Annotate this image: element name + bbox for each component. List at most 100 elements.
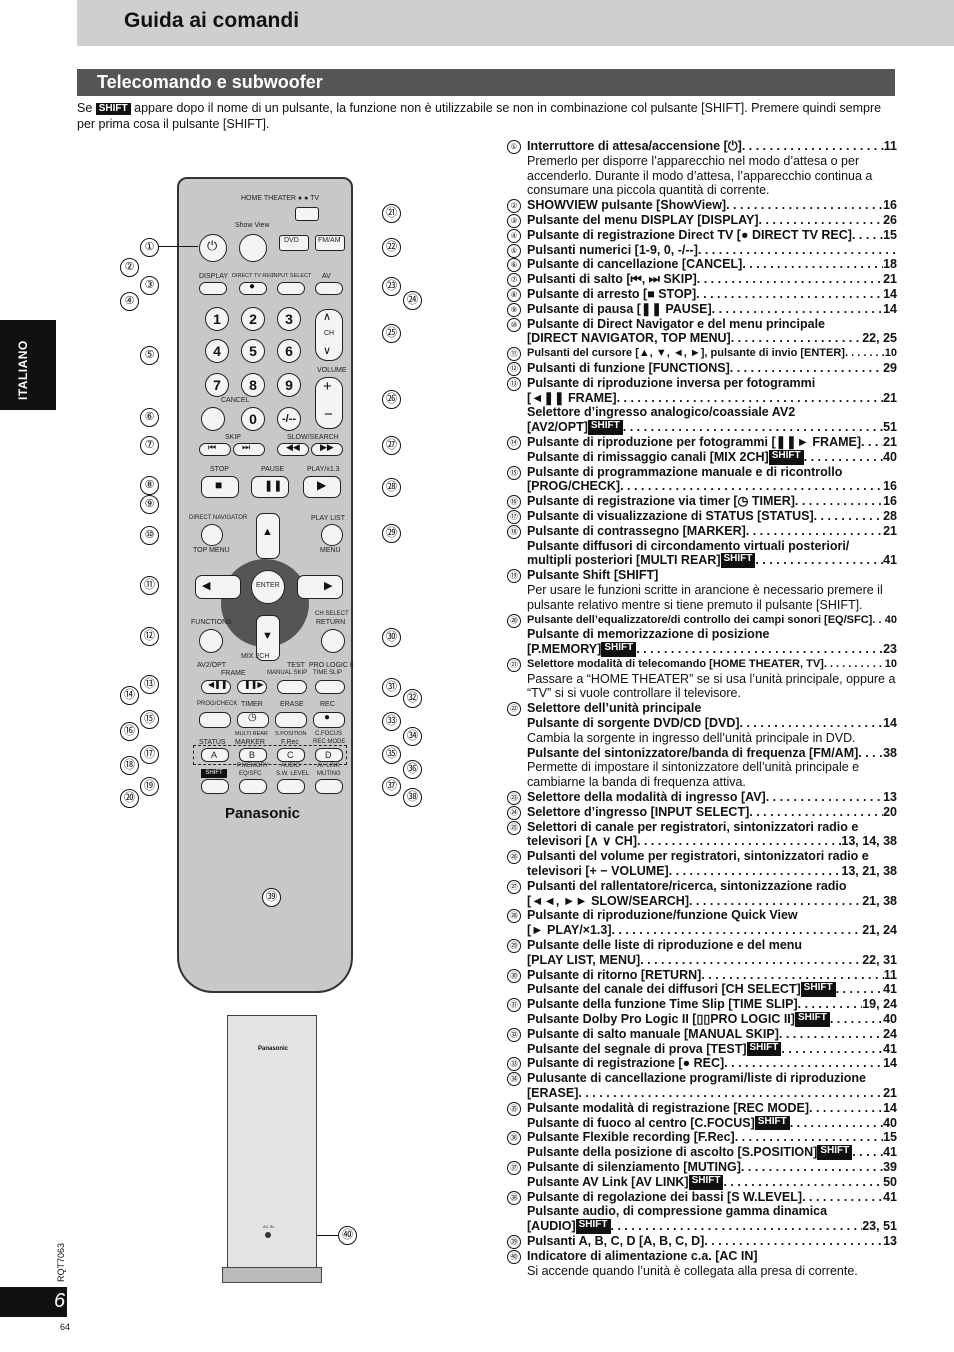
num-3-button[interactable]: 3 [277, 307, 301, 331]
callout-13: ⑬ [140, 675, 159, 694]
time-slip-button[interactable] [315, 680, 345, 694]
num-5-button[interactable]: 5 [241, 339, 265, 363]
direct-tv-rec-button[interactable]: ● [239, 281, 267, 295]
enter-button[interactable]: ENTER [251, 570, 285, 604]
callout-11: ⑪ [140, 576, 159, 595]
pause-button[interactable]: ❚❚ [251, 476, 289, 498]
test-label: TEST [287, 662, 305, 669]
display-button[interactable] [199, 282, 227, 295]
item-number-badge: ㉕ [507, 820, 521, 835]
item-page-ref: 41 [883, 1189, 897, 1204]
channel-rocker[interactable]: ∧ CH ∨ [315, 309, 343, 361]
cursor-up-button[interactable]: ▲ [256, 513, 280, 559]
button-d[interactable]: D [315, 748, 343, 762]
item-title: Pulsante del canale dei diffusori [CH SE… [527, 982, 801, 997]
callout-19: ⑲ [140, 777, 159, 796]
item-page-ref: 13 [883, 1233, 897, 1248]
eq-sfc-button[interactable] [239, 779, 267, 794]
item-line: Pulsanti di salto [⏮, ⏭ SKIP]21 [527, 272, 897, 287]
item-description: Si accende quando l’unità è collegata al… [527, 1263, 858, 1278]
manual-skip-button[interactable] [277, 680, 307, 694]
item-page-ref: 21, 24 [862, 923, 897, 938]
button-b[interactable]: B [239, 748, 267, 762]
direct-navigator-button[interactable] [201, 524, 223, 546]
button-c[interactable]: C [277, 748, 305, 762]
erase-button[interactable] [275, 712, 307, 728]
num-1-button[interactable]: 1 [205, 307, 229, 331]
item-line: Pulsante modalità di registrazione [REC … [527, 1101, 897, 1116]
item-page-ref: 16 [883, 198, 897, 213]
item-number-badge: ㊲ [507, 1160, 521, 1175]
input-select-button[interactable] [277, 282, 305, 295]
num-8-button[interactable]: 8 [241, 373, 265, 397]
num-2-button[interactable]: 2 [241, 307, 265, 331]
timer-button[interactable]: ◷ [237, 712, 269, 728]
av-link-label: AV LINK [317, 763, 340, 769]
return-button[interactable] [321, 629, 345, 653]
cancel-button[interactable] [201, 407, 225, 431]
callout-17: ⑰ [140, 745, 159, 764]
dash-button[interactable]: -/-- [277, 407, 301, 431]
item-line: Selettore d’ingresso analogico/coassiale… [527, 405, 796, 420]
button-a[interactable]: A [201, 748, 229, 762]
mix-2ch-label: MIX 2CH [241, 653, 270, 660]
frame-forward-icon: ❚❚▶ [244, 680, 264, 689]
showview-button[interactable] [239, 234, 267, 262]
num-7-button[interactable]: 7 [205, 373, 229, 397]
frame-back-button[interactable]: ◀❚❚ [201, 680, 231, 694]
item-number-badge: ㊵ [507, 1249, 521, 1264]
av-button[interactable] [315, 282, 343, 295]
item-line: Pulsante di registrazione Direct TV [● D… [527, 228, 897, 243]
cursor-down-button[interactable]: ▼ [256, 615, 280, 661]
play-list-button[interactable] [321, 524, 343, 546]
item-line: Pulsante di pausa [❚❚ PAUSE]14 [527, 302, 897, 317]
item-title: Pulsante di rimissaggio canali [MIX 2CH] [527, 449, 769, 464]
callout-4: ④ [120, 292, 139, 311]
shift-button[interactable] [201, 779, 229, 794]
play-button[interactable]: ▶ [303, 476, 341, 498]
subwoofer-brand-logo: Panasonic [258, 1046, 289, 1052]
skip-back-button[interactable]: ⏮ [199, 442, 231, 456]
s-position-label: S.POSITION [275, 731, 307, 737]
item-title: [► PLAY/×1.3] [527, 923, 612, 938]
prog-check-button[interactable] [199, 712, 231, 728]
item-number-badge: ㊱ [507, 1131, 521, 1146]
rewind-button[interactable]: ◀◀ [277, 442, 309, 456]
item-page-ref: 23 [883, 642, 897, 657]
callout-9: ⑨ [140, 495, 159, 514]
callout-7: ⑦ [140, 436, 159, 455]
stop-button[interactable]: ■ [201, 476, 239, 498]
num-6-button[interactable]: 6 [277, 339, 301, 363]
cursor-left-button[interactable]: ◀ [195, 575, 241, 599]
skip-forward-button[interactable]: ⏭ [233, 442, 265, 456]
page-number: 6 [54, 1290, 66, 1312]
shift-badge: SHIFT [95, 103, 131, 115]
item-title: Pulsante dell’equalizzatore/di controllo… [527, 613, 873, 626]
num-9-button[interactable]: 9 [277, 373, 301, 397]
item-line: Selettori di canale per registratori, si… [527, 819, 859, 834]
frame-forward-button[interactable]: ❚❚▶ [237, 680, 267, 694]
item-title: Selettore modalità di telecomando [HOME … [527, 657, 824, 670]
muting-button[interactable] [315, 779, 343, 794]
volume-rocker[interactable]: + − [315, 377, 343, 429]
functions-button[interactable] [199, 629, 223, 653]
item-line: Pulsanti del rallentatore/ricerca, sinto… [527, 878, 847, 893]
item-title: Pulsante Flexible recording [F.Rec] [527, 1130, 735, 1145]
num-0-button[interactable]: 0 [241, 407, 265, 431]
dvd-button[interactable]: DVD [279, 235, 309, 251]
fast-forward-button[interactable]: ▶▶ [311, 442, 343, 456]
power-button[interactable]: ⏻ [199, 234, 227, 262]
s-w-level-button[interactable] [277, 779, 305, 794]
mode-selector-switch[interactable] [295, 207, 319, 221]
direct-navigator-label: DIRECT NAVIGATOR [189, 515, 248, 521]
num-4-button[interactable]: 4 [205, 339, 229, 363]
fm-am-button[interactable]: FM/AM [315, 235, 345, 251]
item-line: multipli posteriori [MULTI REAR] SHIFT41 [527, 553, 897, 569]
rec-button[interactable]: ● [313, 712, 345, 728]
cursor-right-button[interactable]: ▶ [297, 575, 343, 599]
item-page-ref: 40 [884, 613, 897, 626]
